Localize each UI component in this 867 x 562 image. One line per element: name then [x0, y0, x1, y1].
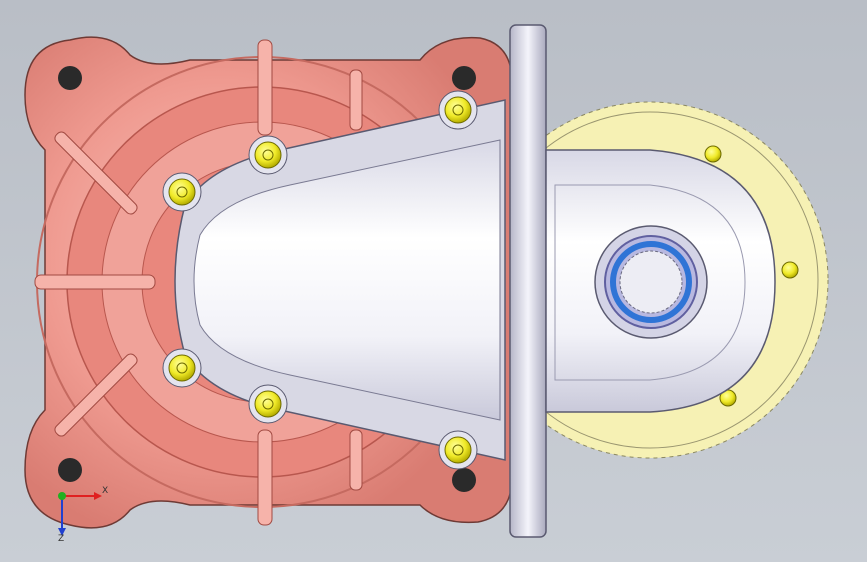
gear-hole-right: [781, 261, 799, 279]
flange-plate[interactable]: [509, 24, 547, 538]
bolt-2[interactable]: [248, 135, 288, 175]
z-axis-label: Z: [58, 534, 65, 544]
z-axis-arrow: [58, 528, 66, 536]
mount-hole-bottom-right: [452, 468, 476, 492]
gear-hole-top: [704, 145, 722, 163]
bolts[interactable]: [162, 90, 478, 470]
bracket-body: [193, 139, 501, 421]
mount-hole-top-right: [452, 66, 476, 90]
mount-hole-bottom-left: [58, 458, 82, 482]
bracket-adapter[interactable]: [174, 99, 506, 461]
x-axis-arrow: [94, 492, 102, 500]
splined-shaft: [619, 250, 683, 314]
x-axis-label: X: [102, 486, 109, 496]
output-yoke[interactable]: [545, 149, 776, 413]
bearing-ring: [610, 241, 692, 323]
coordinate-triad: X Z: [48, 478, 118, 548]
yoke-inner-edge: [554, 184, 746, 381]
mount-hole-top-left: [58, 66, 82, 90]
bolt-5[interactable]: [248, 384, 288, 424]
y-axis-dot: [58, 492, 66, 500]
triad-axes: [58, 492, 102, 536]
bolt-1[interactable]: [162, 172, 202, 212]
bolt-6[interactable]: [438, 430, 478, 470]
housing-ribs: [34, 39, 363, 526]
bolt-4[interactable]: [162, 348, 202, 388]
bolt-3[interactable]: [438, 90, 478, 130]
